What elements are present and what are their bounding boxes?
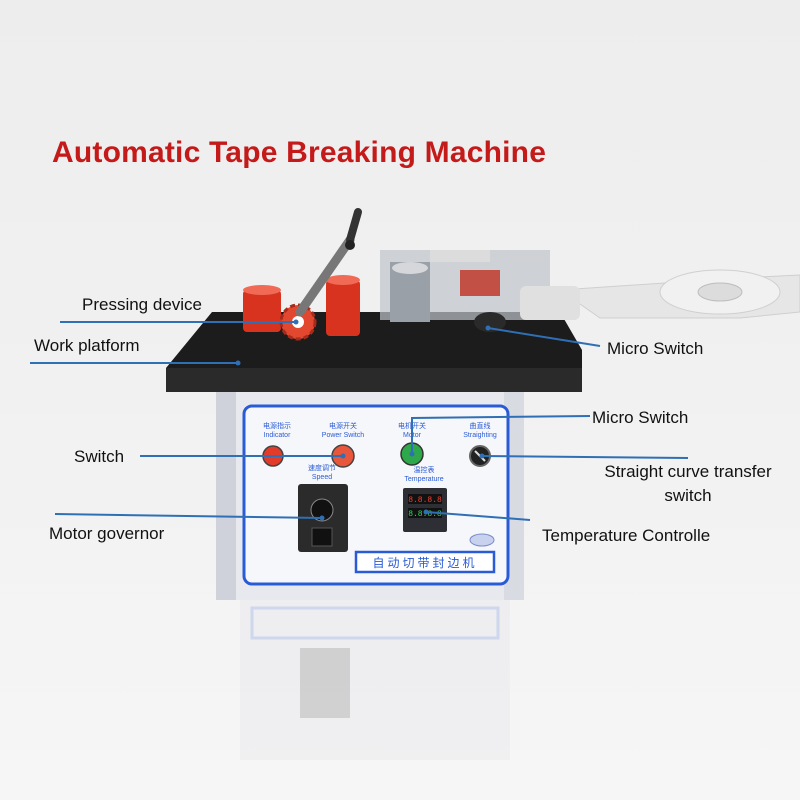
straight-curve-label-line1: Straight curve transfer: [604, 462, 772, 481]
speed-en-label: Speed: [312, 474, 332, 481]
speed-cn-label: 速度调节: [308, 463, 336, 472]
nameplate: [354, 550, 496, 574]
switch-label: Switch: [74, 447, 125, 466]
pressing-device: [243, 208, 362, 341]
work-platform: [166, 312, 582, 392]
straight-curve-label-line2: switch: [664, 486, 712, 505]
work-platform-label: Work platform: [34, 336, 140, 355]
temp-en-label: Temperature: [404, 476, 443, 483]
micro-switch-top-line: [487, 327, 601, 347]
svg-text:8.8.8.8: 8.8.8.8: [408, 496, 442, 505]
micro-switch-mid-line: [411, 415, 591, 454]
indicator-cn-label: 电源指示: [263, 421, 291, 430]
indicator-en-label: Indicator: [264, 432, 292, 439]
power-en-label: Power Switch: [322, 432, 365, 439]
page-title: Automatic Tape Breaking Machine: [52, 136, 547, 169]
floor-reflection: [240, 600, 510, 760]
motor-governor-label: Motor governor: [49, 524, 165, 543]
straight-cn-label: 曲直线: [470, 421, 491, 430]
motor-governor-line: [54, 513, 323, 519]
top-mechanism: [380, 250, 580, 332]
tape-reel: [558, 269, 800, 319]
pressing-device-label: Pressing device: [82, 295, 203, 314]
micro-switch-mid-label: Micro Switch: [592, 408, 689, 427]
temp-cn-label: 温控表: [414, 465, 435, 474]
temperature-controller-line: [425, 511, 531, 521]
callout-lines: [30, 321, 689, 521]
svg-text:8.8.8.8: 8.8.8.8: [408, 510, 442, 519]
control-panel: 电源指示 Indicator 电源开关 Power Switch 电机开关 Mo…: [242, 404, 510, 586]
nameplate-text: 自动切带封边机: [372, 556, 477, 570]
straight-en-label: Straighting: [463, 432, 497, 439]
straight-curve-line: [481, 455, 689, 459]
micro-switch-top-label: Micro Switch: [607, 339, 704, 358]
straight-curve-label: Straight curve transfer switch: [584, 462, 792, 506]
temperature-controller-label: Temperature Controlle: [542, 526, 711, 545]
power-cn-label: 电源开关: [329, 421, 357, 430]
